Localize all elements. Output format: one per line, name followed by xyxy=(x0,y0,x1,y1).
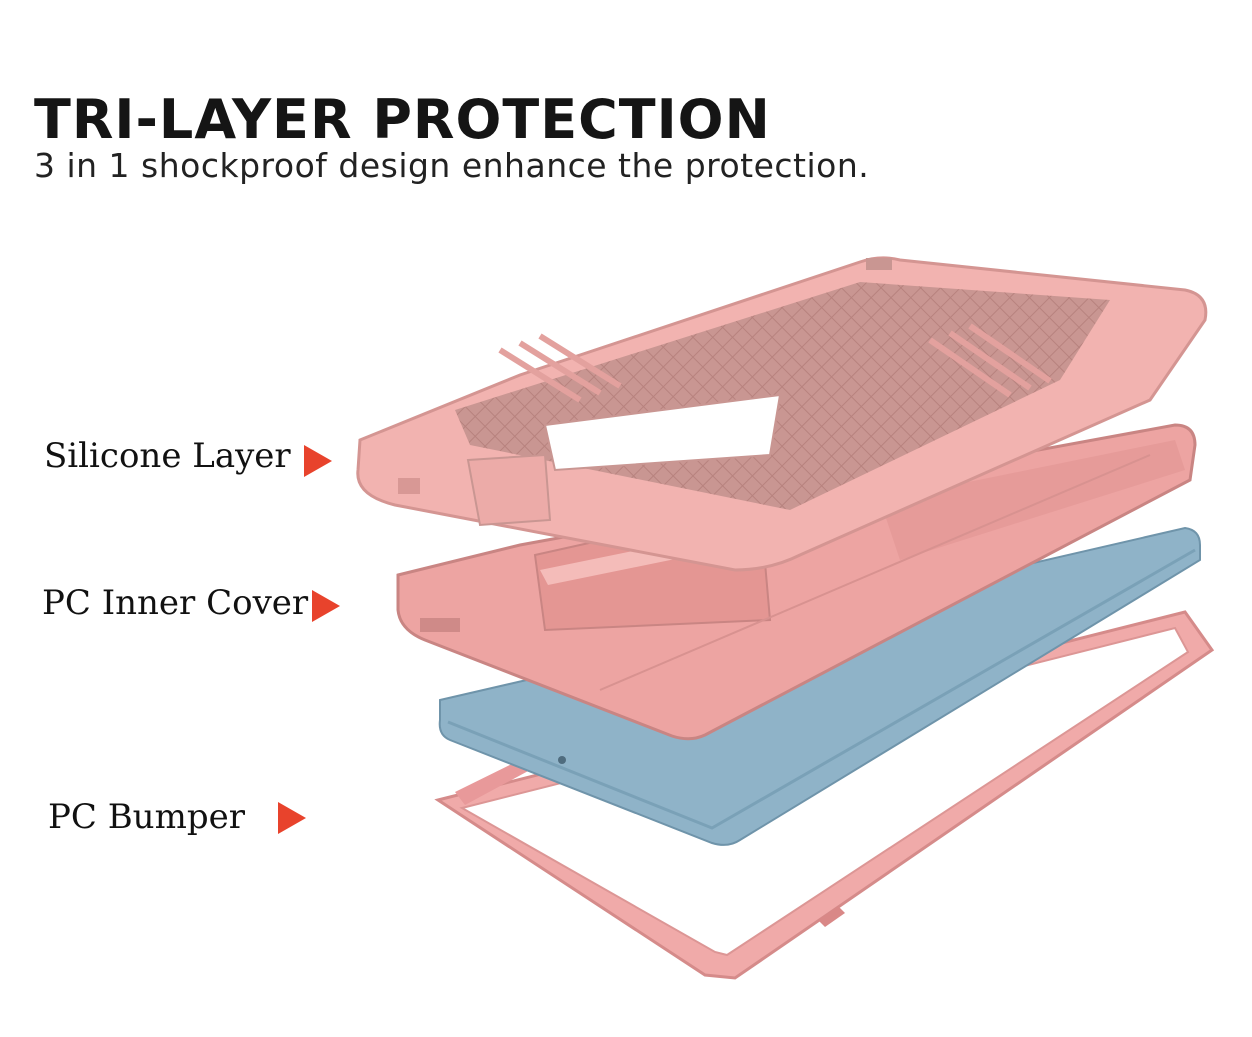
pc-inner-cover-arrow-icon xyxy=(312,590,340,622)
headline: TRI-LAYER PROTECTION xyxy=(34,88,771,151)
pc-inner-cover-label: PC Inner Cover xyxy=(42,583,309,623)
pc-bumper-arrow-icon xyxy=(278,802,306,834)
subheadline: 3 in 1 shockproof design enhance the pro… xyxy=(34,146,870,185)
tablet-body xyxy=(438,526,1201,846)
silicone-layer-label: Silicone Layer xyxy=(44,436,291,476)
silicone-layer xyxy=(356,256,1208,572)
pc-bumper-label: PC Bumper xyxy=(48,797,245,837)
silicone-layer-arrow-icon xyxy=(304,445,332,477)
